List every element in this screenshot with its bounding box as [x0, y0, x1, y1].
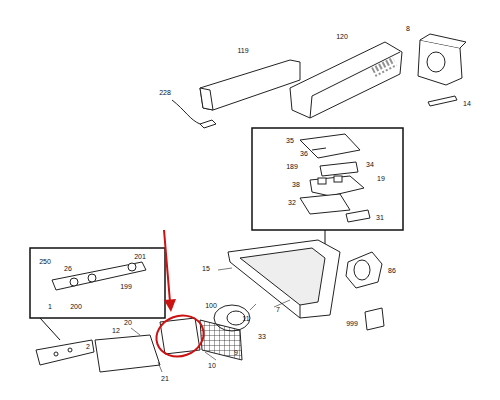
- callout-number: 14: [462, 100, 472, 107]
- callout-number: 189: [285, 163, 299, 170]
- callout-number: 31: [375, 214, 385, 221]
- callout-number: 119: [236, 47, 249, 54]
- callout-number: 32: [287, 199, 297, 206]
- callout-number: 33: [257, 333, 267, 340]
- callout-number: 228: [158, 89, 172, 96]
- callout-number: 12: [111, 327, 121, 334]
- callout-number: 199: [119, 283, 133, 290]
- callout-number: 34: [365, 161, 375, 168]
- callout-number: 100: [204, 302, 218, 309]
- callout-number: 19: [376, 175, 386, 182]
- callout-number: 10: [207, 362, 217, 369]
- callout-number: 8: [405, 25, 411, 32]
- callout-number: 86: [387, 267, 397, 274]
- callout-number: 36: [299, 150, 309, 157]
- callout-number: 999: [345, 320, 359, 327]
- callout-number: 7: [275, 306, 281, 313]
- callout-number: 20: [123, 319, 133, 326]
- callout-number: 11: [241, 315, 250, 322]
- callout-number: 201: [133, 253, 147, 260]
- callout-number: 21: [160, 375, 170, 382]
- callout-number: 250: [38, 258, 52, 265]
- callout-number: 35: [285, 137, 295, 144]
- callout-number: 38: [291, 181, 301, 188]
- callout-number: 120: [335, 33, 349, 40]
- callout-number: 1: [47, 303, 53, 310]
- callout-number: 2: [85, 343, 91, 350]
- callout-number: 15: [201, 265, 211, 272]
- callout-number: 26: [63, 265, 73, 272]
- callout-number: 200: [69, 303, 83, 310]
- callout-number: 9: [233, 349, 239, 356]
